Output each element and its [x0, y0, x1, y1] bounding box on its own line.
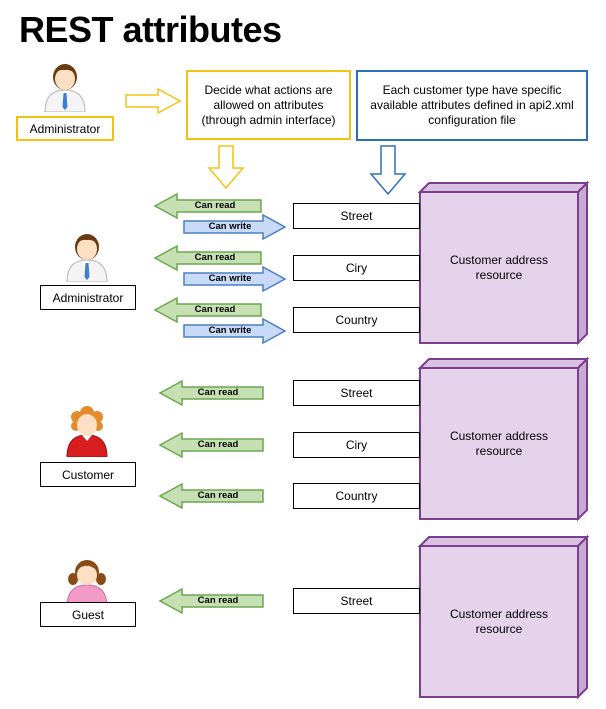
guest-field-street: Street	[293, 588, 420, 614]
administrator-can-write-label: Can write	[208, 221, 252, 232]
page-title: REST attributes	[19, 9, 282, 50]
administrator-can-read-label: Can read	[194, 252, 236, 263]
administrator-can-write-label: Can write	[208, 273, 252, 284]
administrator-field-country: Country	[293, 307, 420, 333]
customer-resource-box-top	[417, 358, 590, 369]
config-note: Each customer type have specific availab…	[356, 70, 588, 141]
customer-read-arrow	[158, 431, 264, 459]
administrator-icon	[62, 230, 112, 287]
customer-can-read-label: Can read	[197, 490, 239, 501]
administrator-field-street: Street	[293, 203, 420, 229]
administrator-icon	[40, 60, 90, 117]
administrator-read-arrow	[153, 296, 262, 324]
administrator-resource-box-top	[417, 182, 590, 193]
administrator-resource-label: Customer address resource	[449, 252, 549, 282]
administrator-resource-box-side	[577, 180, 588, 346]
administrator-resource-box	[419, 191, 579, 344]
header-arrow-right	[125, 87, 182, 115]
customer-role-label: Customer	[40, 462, 136, 487]
customer-field-ciry: Ciry	[293, 432, 420, 458]
customer-resource-box-side	[577, 356, 588, 522]
guest-resource-label: Customer address resource	[449, 606, 549, 636]
decide-note: Decide what actions are allowed on attri…	[186, 70, 351, 140]
customer-can-read-label: Can read	[197, 439, 239, 450]
guest-resource-box-top	[417, 536, 590, 547]
administrator-read-arrow	[153, 192, 262, 220]
customer-can-read-label: Can read	[197, 387, 239, 398]
guest-can-read-label: Can read	[197, 595, 239, 606]
customer-field-country: Country	[293, 483, 420, 509]
customer-read-arrow	[158, 379, 264, 407]
guest-role-label: Guest	[40, 602, 136, 627]
admin-role-label: Administrator	[16, 116, 114, 141]
administrator-write-arrow	[183, 317, 287, 345]
guest-icon	[62, 555, 112, 612]
administrator-field-ciry: Ciry	[293, 255, 420, 281]
header-arrow-down-gold	[207, 145, 245, 190]
header-arrow-down-blue	[369, 145, 407, 196]
administrator-can-write-label: Can write	[208, 325, 252, 336]
customer-read-arrow	[158, 482, 264, 510]
administrator-write-arrow	[183, 213, 287, 241]
administrator-can-read-label: Can read	[194, 200, 236, 211]
customer-resource-label: Customer address resource	[449, 428, 549, 458]
guest-resource-box-side	[577, 534, 588, 700]
guest-read-arrow	[158, 587, 264, 615]
customer-resource-box	[419, 367, 579, 520]
guest-resource-box	[419, 545, 579, 698]
administrator-read-arrow	[153, 244, 262, 272]
administrator-write-arrow	[183, 265, 287, 293]
customer-field-street: Street	[293, 380, 420, 406]
administrator-can-read-label: Can read	[194, 304, 236, 315]
administrator-role-label: Administrator	[40, 285, 136, 310]
customer-icon	[62, 405, 112, 462]
